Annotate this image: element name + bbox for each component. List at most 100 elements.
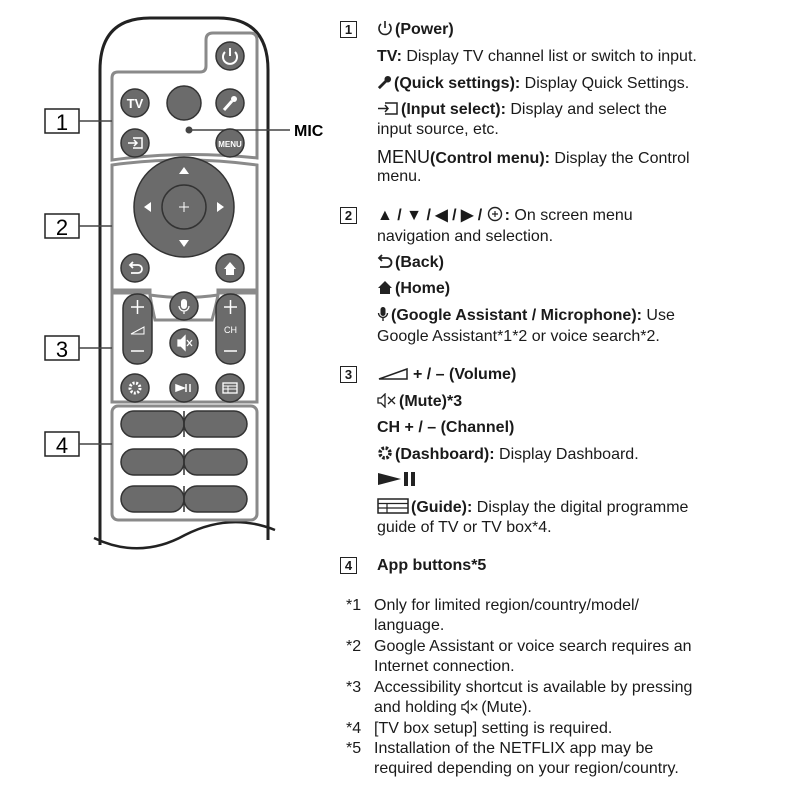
navigation-item: ▲ / ▼ / ◀ / ▶ / : On screen menu bbox=[377, 206, 633, 226]
section-number: 3 bbox=[340, 366, 357, 383]
footnote-key: *2 bbox=[346, 638, 362, 655]
callout-label: 3 bbox=[56, 337, 68, 362]
input-icon bbox=[128, 137, 143, 149]
section-1-panel bbox=[110, 31, 259, 162]
item-title: + / – (Volume) bbox=[413, 366, 517, 383]
footnote-3: *3 Accessibility shortcut is available by… bbox=[346, 678, 692, 718]
guide-icon bbox=[377, 498, 409, 514]
blank-button[interactable] bbox=[166, 85, 202, 121]
power-icon bbox=[222, 48, 238, 65]
footnote-text: Installation of the NETFLIX app may be bbox=[374, 740, 654, 757]
footnote-text: (Mute). bbox=[481, 699, 532, 716]
item-title: (Power) bbox=[395, 21, 454, 38]
item-desc-cont: Google Assistant*1*2 or voice search*2. bbox=[377, 328, 660, 345]
item-desc: On screen menu bbox=[509, 207, 633, 224]
power-icon bbox=[378, 21, 392, 36]
left-arrow-icon bbox=[144, 202, 151, 212]
item-title: (Quick settings): bbox=[394, 75, 521, 92]
remote-illustration: 1 2 3 4 MIC TV MENU bbox=[44, 16, 324, 550]
item-title: (Home) bbox=[395, 280, 451, 297]
input-select-item: (Input select): Display and select the bbox=[377, 100, 667, 120]
home-icon bbox=[224, 262, 236, 275]
dashboard-item: (Dashboard): Display Dashboard. bbox=[377, 445, 639, 465]
back-icon bbox=[377, 254, 393, 268]
app-button-3[interactable] bbox=[120, 448, 185, 476]
item-desc: Display and select the bbox=[505, 101, 667, 118]
gear-icon bbox=[378, 446, 392, 460]
footnote-text: required depending on your region/countr… bbox=[374, 760, 679, 777]
ch-plus-icon bbox=[224, 300, 237, 314]
app-buttons-item: App buttons*5 bbox=[377, 557, 487, 574]
app-button-5[interactable] bbox=[120, 485, 185, 513]
callout-label: 1 bbox=[56, 110, 68, 135]
app-button-6[interactable] bbox=[183, 485, 248, 513]
section-3-panel bbox=[110, 291, 259, 404]
item-title: (Input select): bbox=[401, 101, 506, 118]
item-desc: Display Dashboard. bbox=[494, 446, 639, 463]
volume-rocker[interactable] bbox=[122, 293, 153, 365]
tv-button[interactable] bbox=[120, 88, 150, 118]
back-icon bbox=[128, 261, 143, 274]
footnote-key: *3 bbox=[346, 679, 362, 696]
home-icon bbox=[378, 281, 392, 294]
section-4-panel bbox=[110, 404, 259, 522]
remote-bottom-wave bbox=[93, 520, 276, 550]
footnote-text: Google Assistant or voice search require… bbox=[374, 638, 692, 655]
section-number: 4 bbox=[340, 557, 357, 574]
down-arrow-icon bbox=[179, 240, 189, 247]
item-title: (Google Assistant / Microphone): bbox=[391, 307, 642, 324]
dashboard-button[interactable] bbox=[120, 373, 150, 403]
app-button-4[interactable] bbox=[183, 448, 248, 476]
callout-label: 4 bbox=[56, 433, 68, 458]
ch-label: CH bbox=[224, 325, 237, 335]
footnote-text: language. bbox=[374, 617, 445, 634]
footnote-text: Internet connection. bbox=[374, 658, 515, 675]
item-title: (Control menu): bbox=[430, 150, 550, 167]
mute-icon bbox=[461, 700, 478, 714]
callout-label: 2 bbox=[56, 215, 68, 240]
item-desc-cont: menu. bbox=[377, 168, 422, 185]
mute-item: (Mute)*3 bbox=[377, 392, 462, 412]
guide-button[interactable] bbox=[215, 373, 245, 403]
channel-rocker[interactable] bbox=[215, 293, 246, 365]
footnote-2: *2 Google Assistant or voice search requi… bbox=[346, 637, 692, 677]
section-2-panel bbox=[110, 158, 259, 299]
volume-item: + / – (Volume) bbox=[377, 365, 516, 385]
item-desc-cont: navigation and selection. bbox=[377, 228, 554, 245]
up-arrow-icon bbox=[179, 167, 189, 174]
footnote-5: *5 Installation of the NETFLIX app may be… bbox=[346, 739, 679, 779]
back-button[interactable] bbox=[120, 253, 150, 283]
item-desc: Use bbox=[641, 307, 675, 324]
mic-hole-icon bbox=[185, 126, 193, 134]
item-title: (Guide): bbox=[411, 499, 473, 516]
app-button-1[interactable] bbox=[120, 410, 185, 438]
footnote-key: *5 bbox=[346, 740, 362, 757]
control-menu-item: MENU(Control menu): Display the Control bbox=[377, 147, 690, 169]
enter-icon bbox=[179, 202, 189, 212]
item-suffix: : bbox=[504, 207, 510, 224]
remote-body bbox=[98, 16, 270, 545]
callout-1: 1 bbox=[44, 108, 112, 135]
item-desc-cont: input source, etc. bbox=[377, 121, 499, 138]
footnote-text: Accessibility shortcut is available by p… bbox=[374, 679, 693, 696]
footnote-key: *1 bbox=[346, 597, 362, 614]
play-pause-item bbox=[377, 471, 419, 491]
callout-3: 3 bbox=[44, 335, 112, 362]
callout-4: 4 bbox=[44, 431, 112, 458]
app-button-2[interactable] bbox=[183, 410, 248, 438]
tv-item: TV: Display TV channel list or switch to… bbox=[377, 47, 697, 67]
item-title: (Dashboard): bbox=[395, 446, 495, 463]
right-arrow-icon bbox=[217, 202, 224, 212]
mute-icon bbox=[177, 334, 193, 352]
volume-icon bbox=[378, 367, 408, 380]
guide-icon bbox=[222, 382, 238, 394]
item-title: (Back) bbox=[395, 254, 444, 271]
wrench-icon bbox=[222, 100, 234, 111]
mic-label: MIC bbox=[294, 123, 324, 140]
menu-glyph: MENU bbox=[377, 147, 430, 167]
item-title: (Mute)*3 bbox=[399, 393, 463, 410]
menu-button[interactable] bbox=[215, 128, 245, 158]
footnote-text: [TV box setup] setting is required. bbox=[374, 720, 613, 737]
